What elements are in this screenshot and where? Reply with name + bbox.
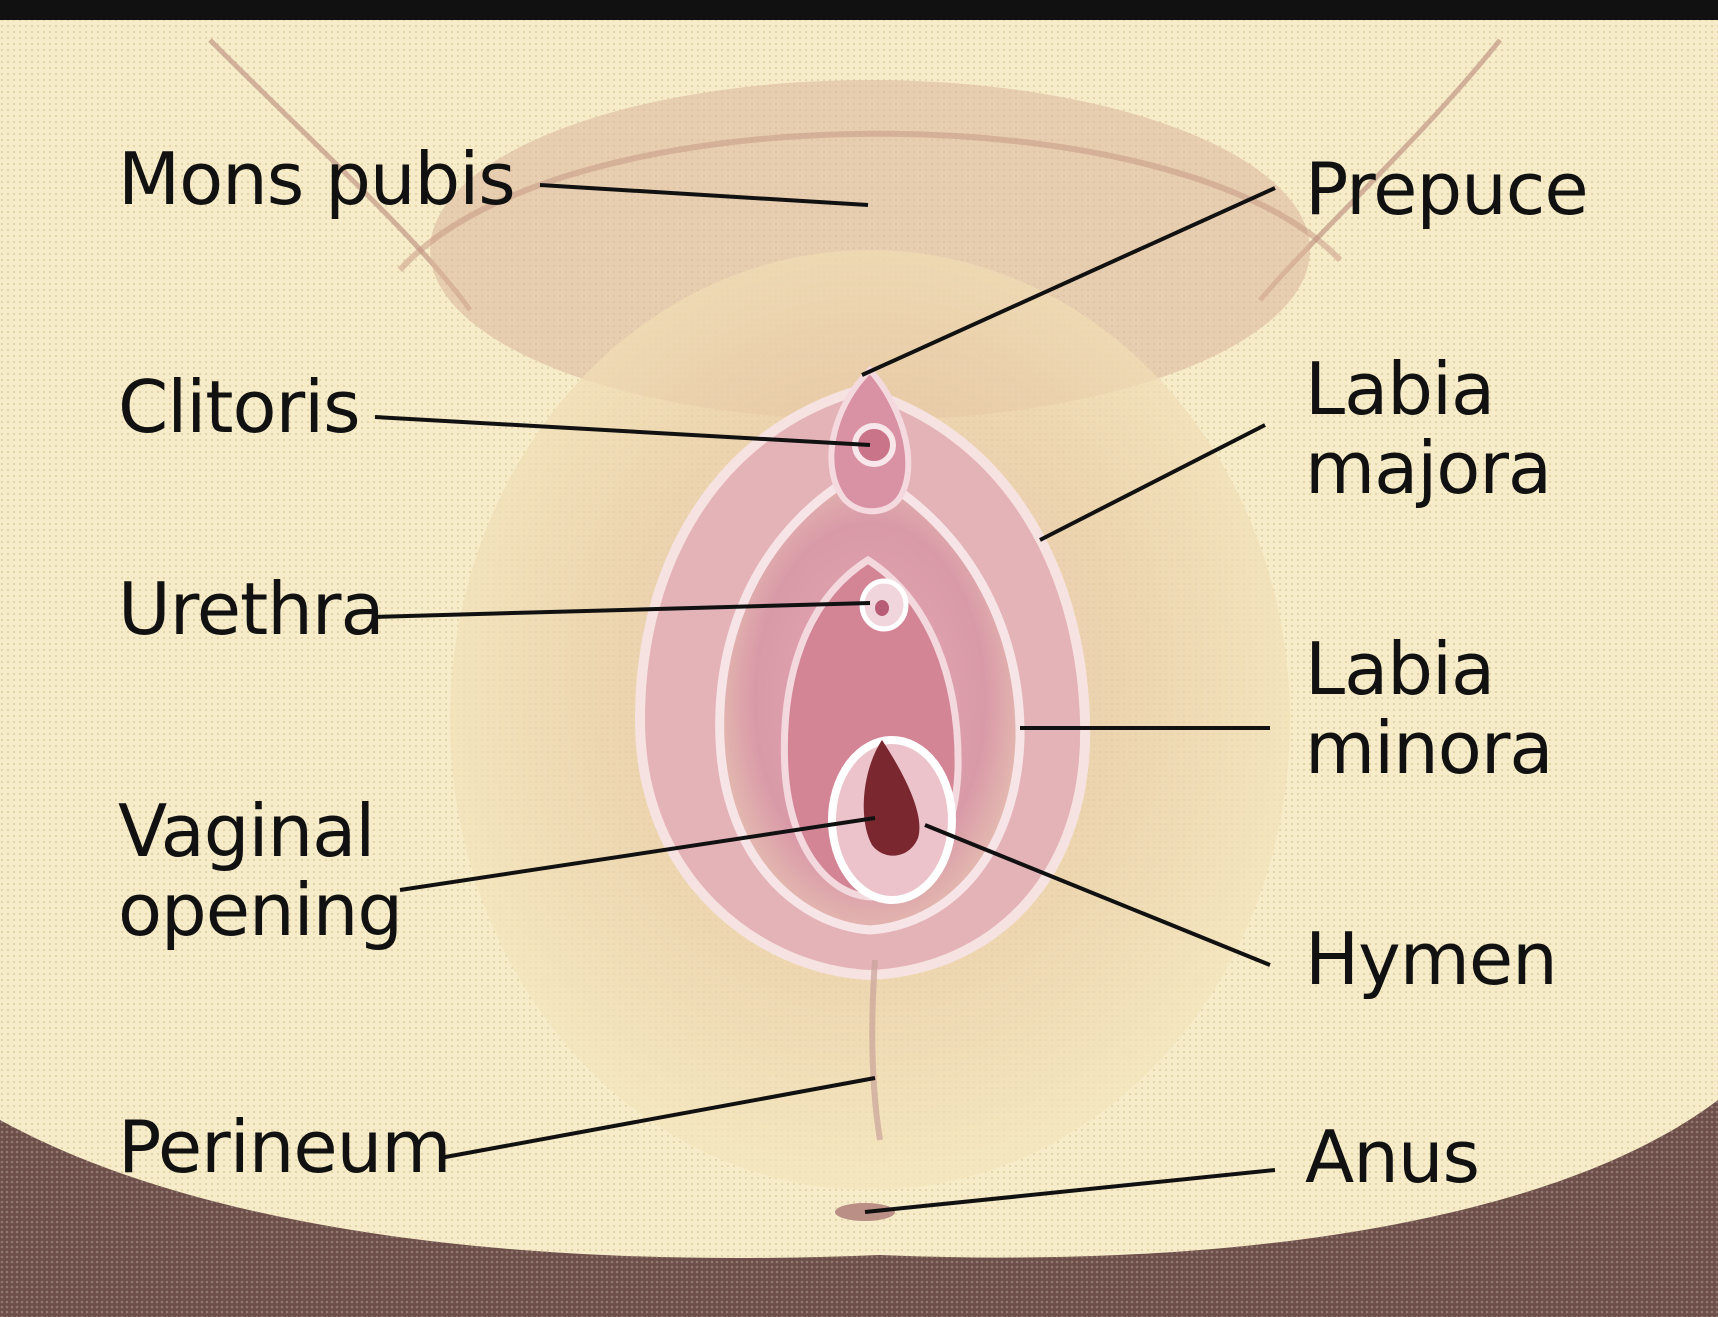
label-labia-minora-line2: minora <box>1305 709 1553 788</box>
label-anus: Anus <box>1305 1118 1479 1197</box>
label-urethra: Urethra <box>118 570 384 649</box>
label-labia-majora: Labia majora <box>1305 350 1551 508</box>
label-labia-minora-line1: Labia <box>1305 630 1553 709</box>
label-perineum: Perineum <box>118 1108 450 1187</box>
label-mons-pubis: Mons pubis <box>118 140 515 219</box>
label-vaginal-opening: Vaginal opening <box>118 792 402 950</box>
label-hymen: Hymen <box>1305 920 1557 999</box>
label-vaginal-opening-line2: opening <box>118 871 402 950</box>
label-prepuce: Prepuce <box>1305 150 1588 229</box>
label-clitoris: Clitoris <box>118 368 360 447</box>
frame-top-line <box>0 0 1718 20</box>
label-vaginal-opening-line1: Vaginal <box>118 792 402 871</box>
label-labia-majora-line1: Labia <box>1305 350 1551 429</box>
label-labia-minora: Labia minora <box>1305 630 1553 788</box>
label-labia-majora-line2: majora <box>1305 429 1551 508</box>
